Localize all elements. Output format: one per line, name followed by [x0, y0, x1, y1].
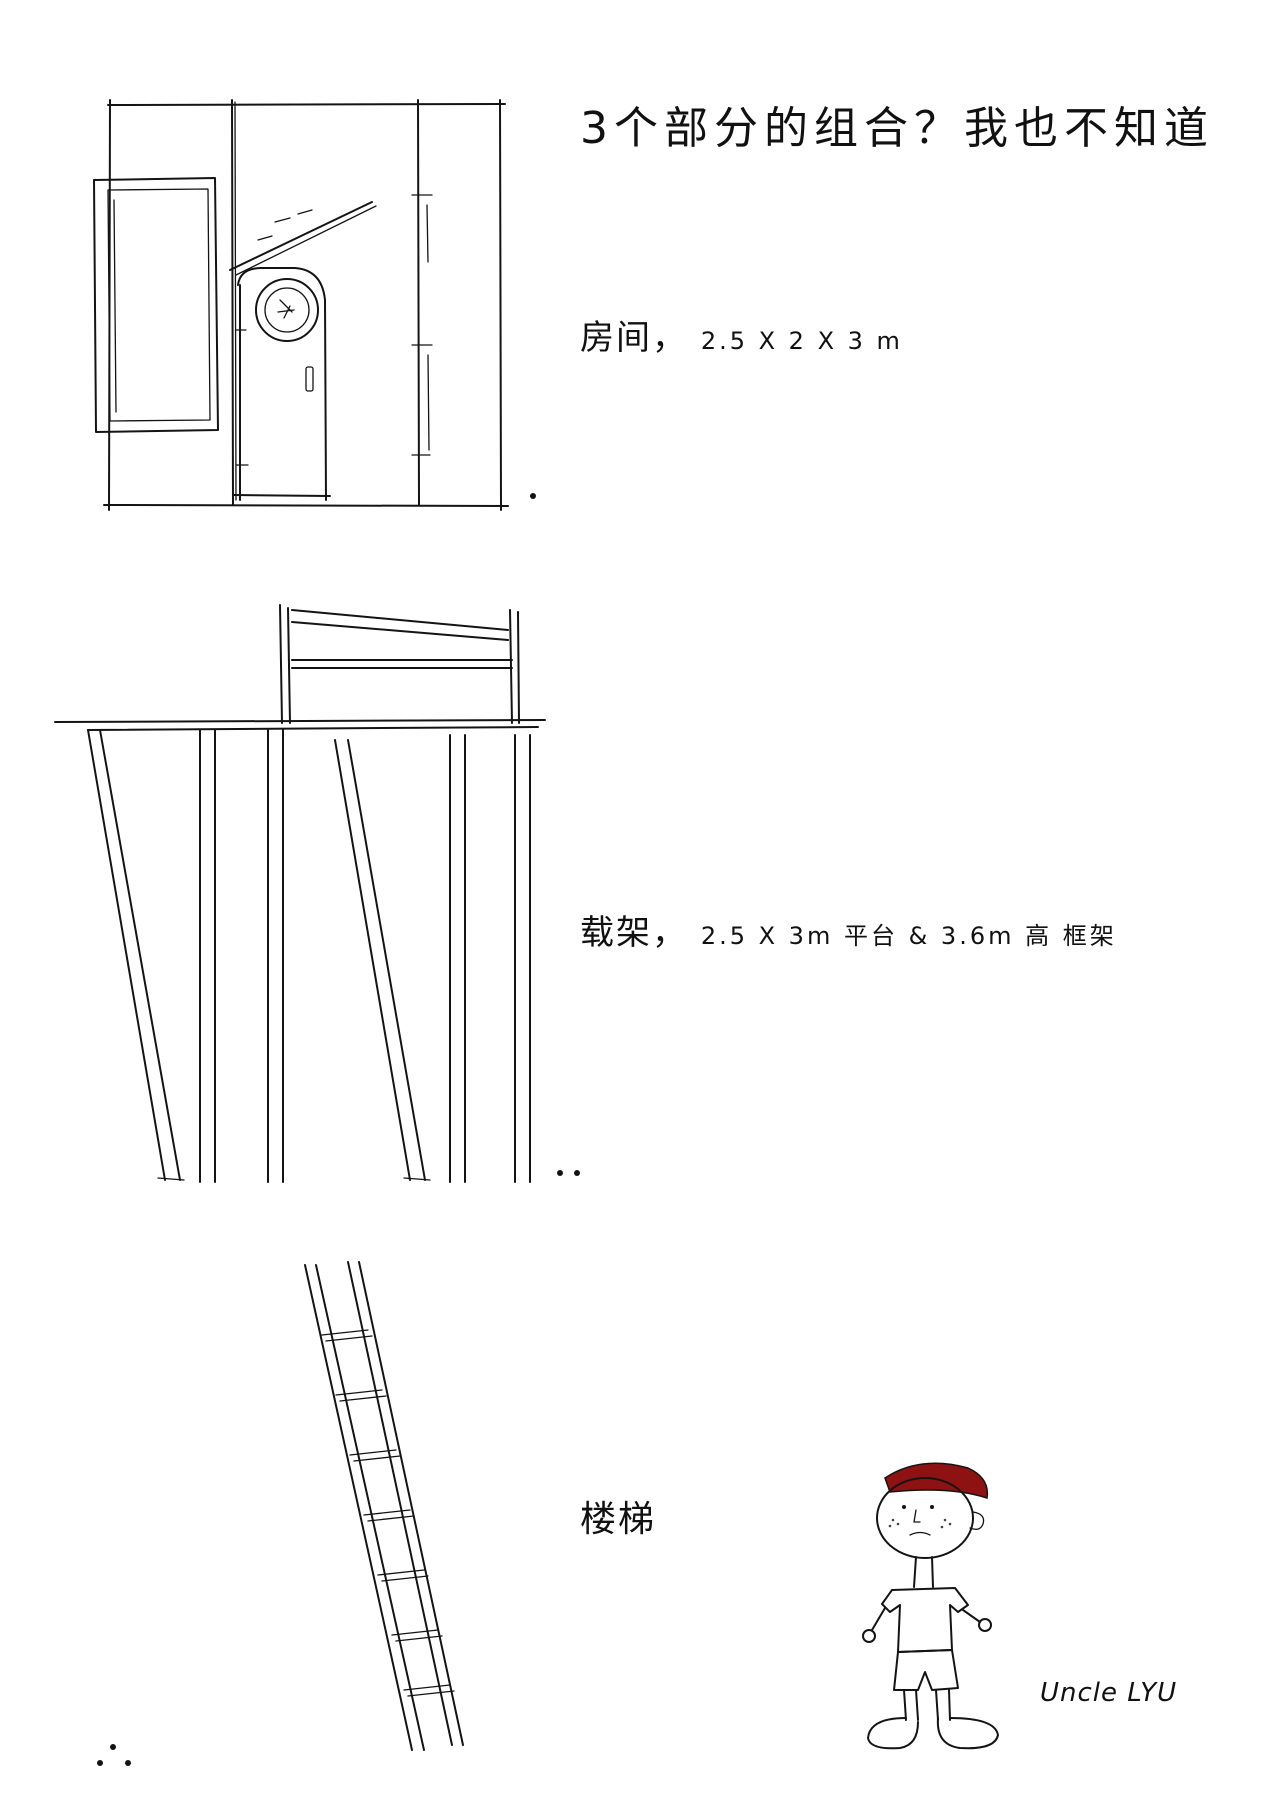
- caption-frame: 载架， 2.5 X 3m 平台 & 3.6m 高 框架: [580, 905, 1117, 954]
- caption-room-label: 房间，: [580, 318, 688, 358]
- caption-frame-label: 载架，: [580, 913, 688, 953]
- caption-room: 房间， 2.5 X 2 X 3 m: [580, 310, 903, 359]
- room-sketch: [93, 99, 509, 511]
- frame-sketch: [54, 604, 546, 1183]
- page-title: 3个部分的组合？我也不知道: [580, 103, 1214, 154]
- cartoon-boy-illustration: [862, 1462, 999, 1750]
- caption-room-dimensions: 2.5 X 2 X 3 m: [700, 327, 903, 355]
- ladder-sketch: [304, 1261, 464, 1751]
- caption-frame-dimensions: 2.5 X 3m 平台 & 3.6m 高 框架: [700, 922, 1117, 950]
- caption-ladder: 楼梯: [580, 1499, 657, 1540]
- signature: Uncle LYU: [1040, 1678, 1178, 1708]
